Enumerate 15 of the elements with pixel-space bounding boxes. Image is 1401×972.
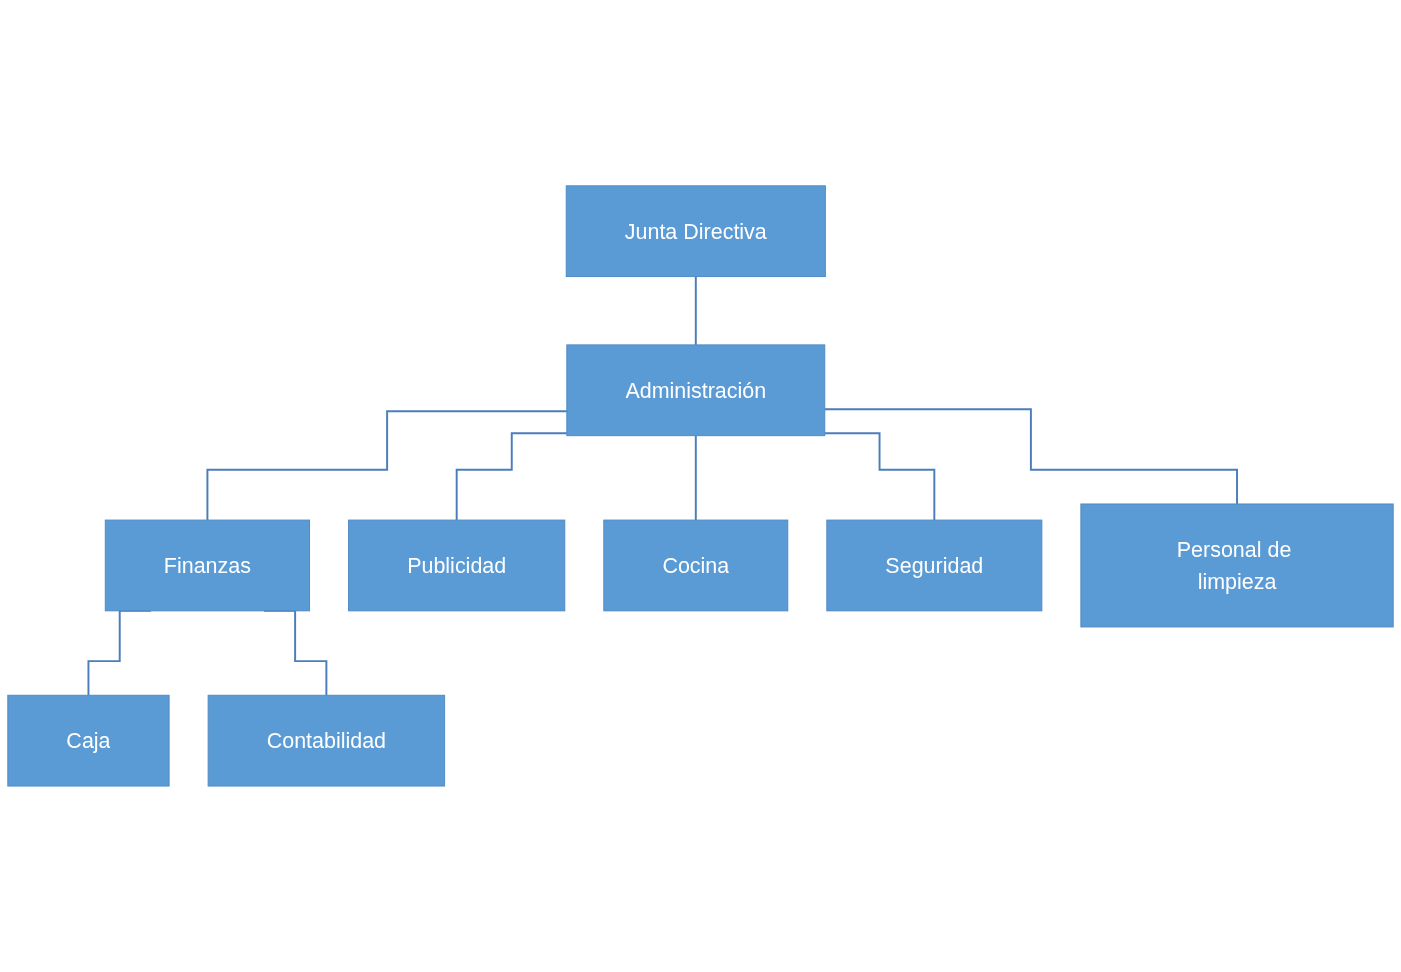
node-box: Administración [566, 344, 826, 437]
connector [694, 434, 697, 522]
node-box: Seguridad [826, 519, 1043, 612]
connector [823, 408, 1238, 506]
node-box: Contabilidad [207, 694, 446, 787]
node-box: Cocina [603, 519, 789, 612]
node-box: Junta Directiva [565, 185, 826, 278]
node-box: Caja [7, 694, 170, 787]
node-box: Finanzas [104, 519, 311, 612]
connector [455, 432, 568, 522]
connector [206, 410, 568, 522]
connector [694, 275, 697, 346]
node-box: Personal de limpieza [1080, 503, 1394, 628]
connector [823, 432, 936, 522]
node-box: Publicidad [348, 519, 566, 612]
